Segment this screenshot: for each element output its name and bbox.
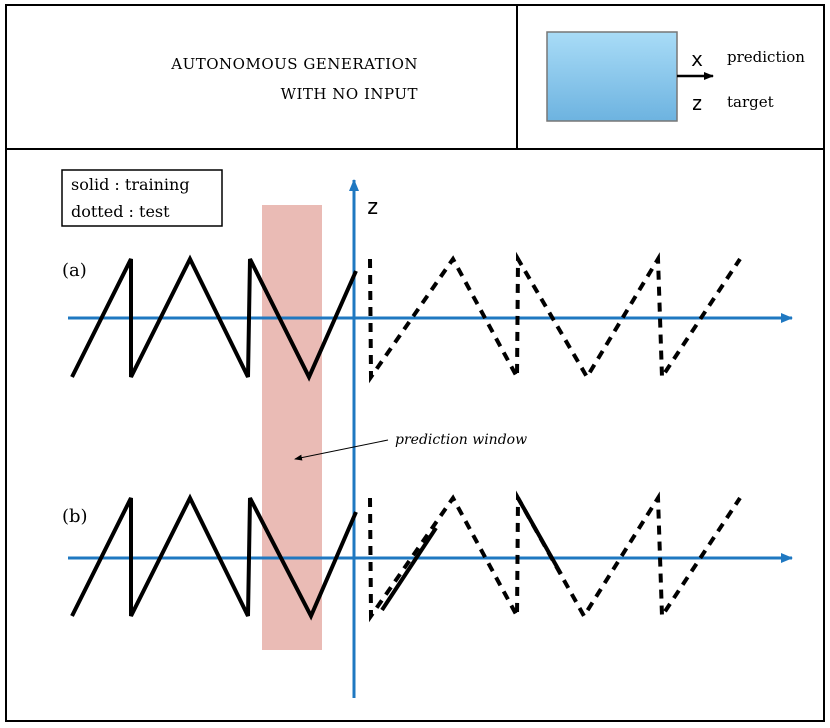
- legend-box: [61, 169, 223, 227]
- signal-b: [70, 490, 742, 624]
- legend-dotted: dotted : test: [71, 202, 170, 221]
- prediction-window-annotation: prediction window: [294, 432, 527, 461]
- signal-b-training: [70, 493, 358, 621]
- signal-a: [70, 251, 742, 385]
- output-z-label: target: [727, 93, 774, 111]
- z-axis-label: z: [366, 195, 379, 220]
- header-title-line2: WITH NO INPUT: [281, 85, 418, 103]
- panel-label-a: (a): [62, 260, 87, 281]
- output-x-symbol: x: [691, 47, 703, 71]
- annotation-arrow: [294, 439, 389, 461]
- signal-a-training: [70, 254, 358, 382]
- output-z-symbol: z: [691, 91, 703, 115]
- panel-label-b: (b): [62, 506, 88, 527]
- header-title-line1: AUTONOMOUS GENERATION: [170, 55, 418, 73]
- prediction-window-label: prediction window: [395, 432, 527, 448]
- outer-frame: [5, 4, 825, 722]
- model-box: [546, 31, 678, 122]
- signal-a-test: [368, 251, 742, 385]
- output-x-label: prediction: [727, 48, 805, 66]
- legend: solid : training dotted : test: [61, 169, 223, 227]
- model-box-group: x prediction z target: [546, 31, 805, 122]
- header-title: AUTONOMOUS GENERATION WITH NO INPUT: [170, 55, 418, 103]
- legend-solid: solid : training: [71, 175, 190, 194]
- signal-b-training-rise: [380, 526, 438, 612]
- signal-b-training-fall: [516, 497, 563, 575]
